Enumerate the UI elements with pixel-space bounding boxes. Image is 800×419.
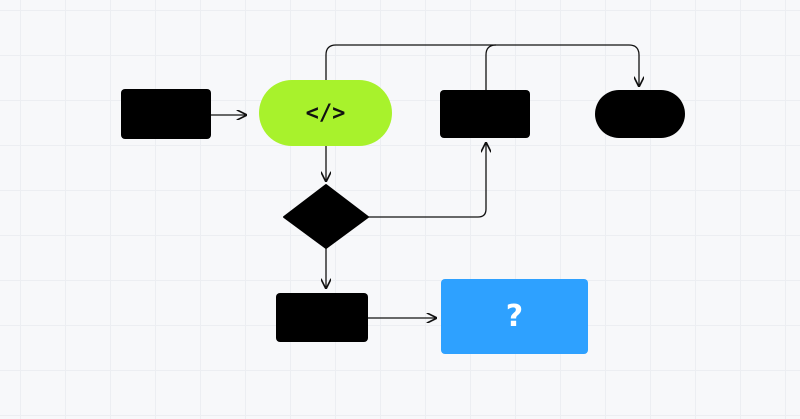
action-box[interactable] (276, 293, 368, 342)
edge-decision-to-process (368, 143, 486, 218)
code-brackets-icon: </> (305, 100, 346, 126)
edge-process-to-top (485, 44, 497, 90)
process-box[interactable] (440, 90, 530, 138)
decision-diamond[interactable] (283, 184, 369, 249)
start-box[interactable] (121, 89, 211, 139)
unknown-node[interactable]: ? (441, 279, 588, 354)
question-mark-icon: ? (505, 299, 524, 334)
code-node[interactable]: </> (259, 80, 392, 146)
edge-code-to-end (325, 44, 639, 86)
end-terminal[interactable] (595, 90, 685, 138)
